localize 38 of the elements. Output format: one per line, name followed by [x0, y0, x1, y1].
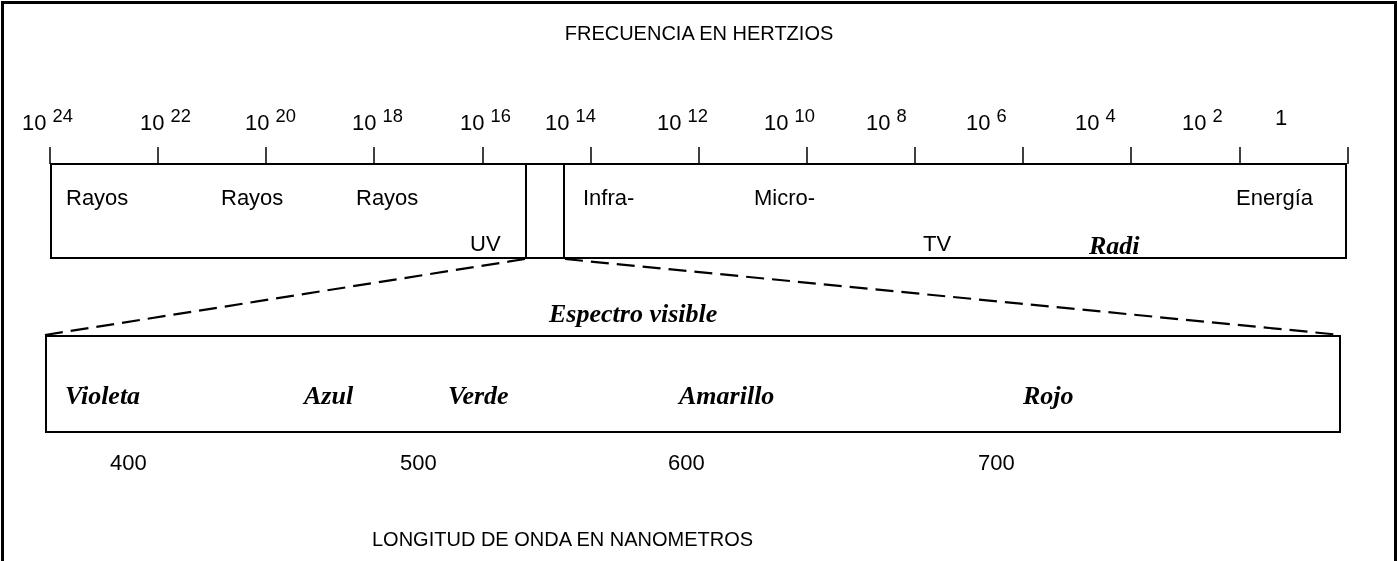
- band-box: [50, 163, 527, 259]
- dashed-connector: [44, 257, 526, 337]
- band-label: Infra-: [583, 185, 635, 211]
- frequency-label: 10 $^{20}$: [245, 105, 296, 137]
- color-label: Rojo: [1023, 381, 1074, 411]
- band-label: Rayos: [356, 185, 419, 211]
- band-label: Micro-: [754, 185, 816, 211]
- band-label: Rayos: [66, 185, 129, 211]
- wavelength-label: 400: [110, 450, 147, 476]
- frequency-label: 10 $^{22}$: [140, 105, 191, 137]
- wavelength-label: 600: [668, 450, 705, 476]
- band-label: Rayos: [221, 185, 284, 211]
- frequency-label: 10 $^{16}$: [460, 105, 511, 137]
- frequency-label: 1: [1275, 105, 1288, 131]
- frequency-label: 10 $^{6}$: [966, 105, 1007, 137]
- frequency-label: 10 $^{4}$: [1075, 105, 1116, 137]
- axis-title: FRECUENCIA EN HERTZIOS: [563, 22, 835, 45]
- band-box: [563, 163, 1347, 259]
- frequency-label: 10 $^{14}$: [545, 105, 596, 137]
- color-label: Violeta: [65, 381, 141, 411]
- frequency-label: 10 $^{24}$: [22, 105, 73, 137]
- wavelength-label: 500: [400, 450, 437, 476]
- color-label: Verde: [448, 381, 509, 411]
- color-label: Amarillo: [679, 381, 775, 411]
- wavelength-label: 700: [978, 450, 1015, 476]
- band-label: UV: [470, 231, 501, 257]
- frequency-label: 10 $^{12}$: [657, 105, 708, 137]
- frequency-label: 10 $^{8}$: [866, 105, 907, 137]
- color-label: Espectro visible: [549, 299, 718, 329]
- narrow-band-box: [525, 163, 565, 259]
- axis-title: LONGITUD DE ONDA EN NANOMETROS: [372, 528, 754, 551]
- frequency-label: 10 $^{10}$: [764, 105, 815, 137]
- color-label: Azul: [304, 381, 354, 411]
- band-label: Energía: [1236, 185, 1314, 211]
- band-label: TV: [923, 231, 952, 257]
- color-label: Radi: [1089, 231, 1140, 261]
- frequency-label: 10 $^{2}$: [1182, 105, 1223, 137]
- frequency-label: 10 $^{18}$: [352, 105, 403, 137]
